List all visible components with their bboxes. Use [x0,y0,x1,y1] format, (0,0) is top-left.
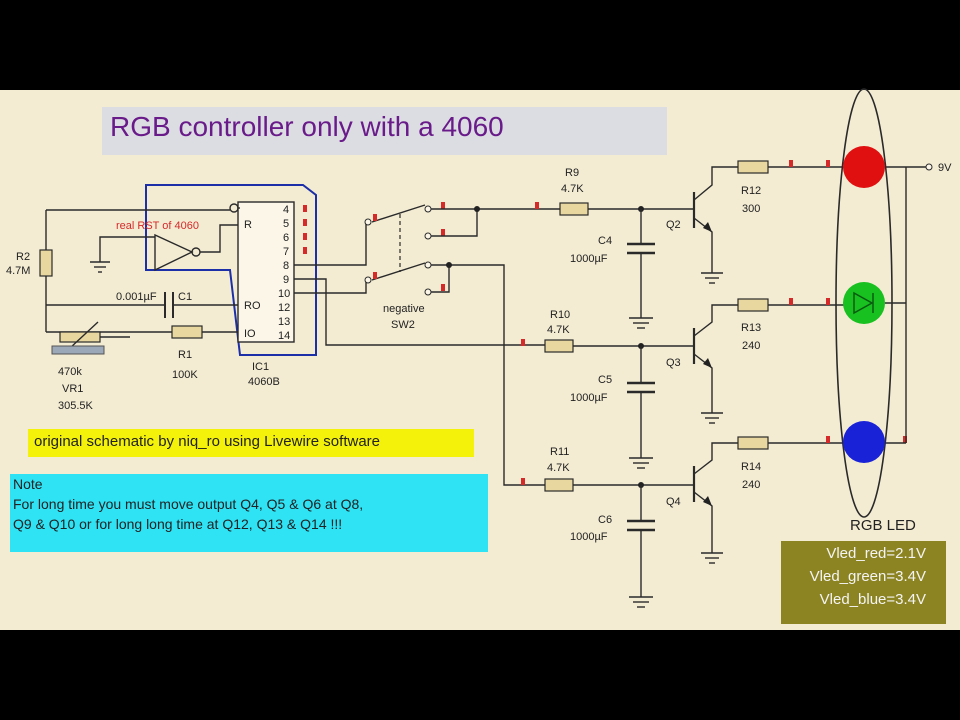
note-heading: Note [13,476,43,492]
c4-ref: C4 [598,235,612,247]
r11-resistor [544,478,574,492]
title-banner: RGB controller only with a 4060 [102,107,667,155]
ic1-pin-label: 10 [278,288,290,300]
c5-value: 1000µF [570,392,608,404]
r2-resistor [39,249,53,277]
r9-value: 4.7K [561,183,584,195]
q2-transistor [692,166,738,284]
blue-led [843,421,885,463]
r2-ref: R2 [16,251,30,263]
r14-resistor [737,436,769,450]
ic1-pin-label: 9 [283,274,289,286]
vr1-value: 470k [58,366,82,378]
q2-ref: Q2 [666,219,681,231]
c1-ref: C1 [178,291,192,303]
ic1-pin-label: IO [244,328,256,340]
ic1-pin-label: 4 [283,204,289,216]
ic1-pin-labels-left: R RO IO [244,219,261,340]
ic1-pin-label: R [244,219,252,231]
supply-label: 9V [938,162,952,174]
c1-value: 0.001µF [116,291,157,303]
c5-ref: C5 [598,374,612,386]
r1-ref: R1 [178,349,192,361]
led-voltage-box: Vled_red=2.1V Vled_green=3.4V Vled_blue=… [781,541,946,624]
r1-resistor [171,325,203,339]
vr1-setting: 305.5K [58,400,94,412]
r10-value: 4.7K [547,324,570,336]
ic1-highlight-outline [145,184,317,356]
ic1-pin-label: 12 [278,302,290,314]
r9-ref: R9 [565,167,579,179]
credit-banner: original schematic by niq_ro using Livew… [28,429,474,457]
c4-capacitor [627,209,655,329]
vr1-potentiometer [59,331,101,343]
r9-resistor [559,202,589,216]
r13-resistor [737,298,769,312]
ic1-pin-label: 13 [278,316,290,328]
ic1-pin-label: RO [244,300,261,312]
sw2-label: negative [383,303,425,315]
q4-transistor [692,442,738,564]
r13-value: 240 [742,340,760,352]
c6-ref: C6 [598,514,612,526]
ic1-pin-label: 5 [283,218,289,230]
r1-value: 100K [172,369,198,381]
note-line: For long time you must move output Q4, Q… [13,496,364,512]
r14-ref: R14 [741,461,761,473]
vr1-slider [51,345,105,355]
r12-ref: R12 [741,185,761,197]
inverter-gate [154,233,194,272]
ic1-reset-note: real RST of 4060 [116,220,199,232]
ic1-pin-label: 14 [278,330,290,342]
green-led [843,282,885,324]
r12-value: 300 [742,203,760,215]
c4-value: 1000µF [570,253,608,265]
r11-ref: R11 [550,446,569,458]
sw2-switch [364,202,445,296]
rgb-led-label: RGB LED [850,517,916,534]
vr1-ref: VR1 [62,383,83,395]
r2-value: 4.7M [6,265,30,277]
vled-blue: Vled_blue=3.4V [819,591,926,608]
r11-value: 4.7K [547,462,570,474]
q3-transistor [692,304,738,424]
r14-value: 240 [742,479,760,491]
q3-ref: Q3 [666,357,681,369]
vled-green: Vled_green=3.4V [809,568,926,585]
sw2-ref: SW2 [391,319,415,331]
credit-text: original schematic by niq_ro using Livew… [34,433,380,450]
ic1-pin-labels-right: 4 5 6 7 8 9 10 12 13 14 [278,204,290,342]
ic1-part-number: 4060B [248,376,280,388]
note-line: Q9 & Q10 or for long long time at Q12, Q… [13,516,343,532]
vled-red: Vled_red=2.1V [826,545,926,562]
ground-symbol [90,261,110,273]
r10-resistor [544,339,574,353]
ic1-pin-label: 6 [283,232,289,244]
ic1-body [237,201,295,343]
c5-capacitor [627,346,655,469]
ic1-ref: IC1 [252,361,269,373]
ic1-pin-label: 8 [283,260,289,272]
r12-resistor [737,160,769,174]
note-box: Note For long time you must move output … [10,474,488,552]
r13-ref: R13 [741,322,761,334]
q4-ref: Q4 [666,496,681,508]
ic1-pin-markers [303,205,307,254]
r10-ref: R10 [550,309,570,321]
c6-value: 1000µF [570,531,608,543]
red-led [843,146,885,188]
c6-capacitor [627,485,655,608]
page-title: RGB controller only with a 4060 [110,111,504,142]
ic1-pin-label: 7 [283,246,289,258]
